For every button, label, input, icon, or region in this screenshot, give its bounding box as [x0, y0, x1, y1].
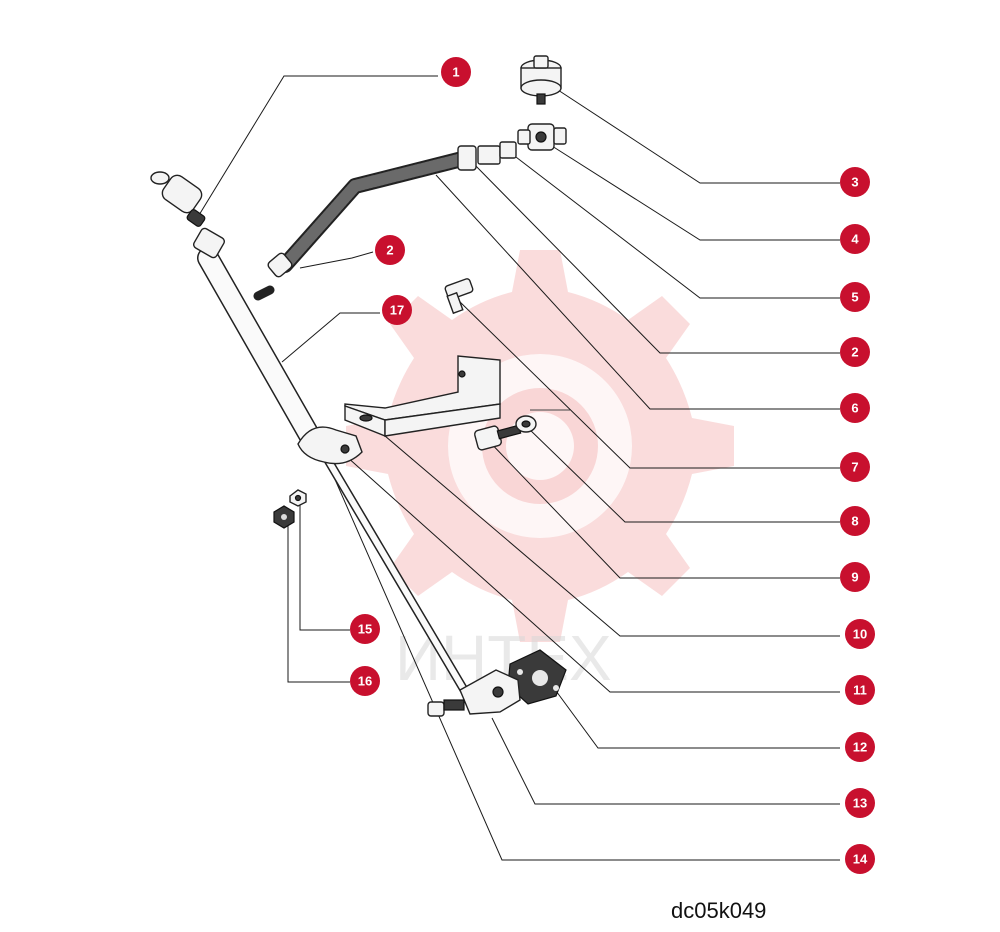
leader-3: [557, 89, 840, 184]
nut-part-15: [289, 489, 307, 507]
callout-6: 6: [840, 393, 870, 423]
fitting-part-1: [150, 171, 225, 259]
leader-6: [435, 174, 840, 410]
leader-8: [525, 425, 840, 523]
leader-1: [195, 75, 438, 221]
callout-9: 9: [840, 562, 870, 592]
leader-7: [457, 299, 840, 469]
callout-3: 3: [840, 167, 870, 197]
svg-text:11: 11: [853, 683, 867, 698]
parts-drawing: [150, 55, 570, 717]
bolt-part-7: [444, 278, 474, 315]
svg-text:2: 2: [851, 345, 858, 360]
leader-13: [491, 717, 840, 805]
leader-12: [547, 679, 840, 749]
sender-part-3: [520, 55, 562, 105]
leader-17: [281, 312, 380, 363]
leader-16: [287, 520, 350, 683]
svg-text:12: 12: [853, 740, 867, 755]
svg-text:6: 6: [851, 401, 858, 416]
callout-2-left: 2: [375, 235, 405, 265]
bolt-lower: [427, 699, 465, 717]
callout-14: 14: [845, 844, 875, 874]
svg-text:15: 15: [358, 622, 372, 637]
svg-text:13: 13: [853, 796, 867, 811]
tee-fitting-part-4: [517, 123, 567, 151]
svg-text:16: 16: [358, 674, 372, 689]
nut-part-16: [273, 505, 295, 529]
callout-10: 10: [845, 619, 875, 649]
svg-text:4: 4: [851, 232, 859, 247]
flange-part-12: [507, 649, 567, 705]
callout-13: 13: [845, 788, 875, 818]
svg-text:17: 17: [390, 303, 404, 318]
svg-text:1: 1: [452, 65, 459, 80]
leader-15: [299, 500, 350, 631]
callout-5: 5: [840, 282, 870, 312]
washer-part-8: [515, 415, 537, 433]
svg-text:5: 5: [851, 290, 858, 305]
callout-1: 1: [441, 57, 471, 87]
clamp-part-11: [297, 426, 363, 465]
callout-8: 8: [840, 506, 870, 536]
svg-text:9: 9: [851, 570, 858, 585]
callout-7: 7: [840, 452, 870, 482]
callout-4: 4: [840, 224, 870, 254]
leader-4: [551, 145, 840, 241]
leader-5: [511, 153, 840, 299]
leader-10: [377, 429, 840, 637]
callout-2-right: 2: [840, 337, 870, 367]
leader-lines: [195, 75, 840, 861]
bolt-part-9: [474, 424, 522, 451]
callout-15: 15: [350, 614, 380, 644]
leader-2b: [469, 159, 840, 354]
svg-text:3: 3: [851, 175, 858, 190]
svg-text:2: 2: [386, 243, 393, 258]
leader-14: [329, 467, 840, 861]
svg-text:7: 7: [851, 460, 858, 475]
callout-16: 16: [350, 666, 380, 696]
callout-17: 17: [382, 295, 412, 325]
svg-text:8: 8: [851, 514, 858, 529]
callout-12: 12: [845, 732, 875, 762]
callout-11: 11: [845, 675, 875, 705]
hose-assembly: [267, 141, 517, 278]
bracket-part-10: [344, 355, 501, 438]
bracket-part-13: [459, 669, 521, 715]
leader-11: [345, 455, 840, 693]
leader-9: [483, 435, 840, 579]
svg-text:10: 10: [853, 627, 867, 642]
leader-2a: [299, 251, 374, 269]
svg-text:14: 14: [853, 852, 868, 867]
drawing-code: dc05k049: [671, 898, 767, 923]
